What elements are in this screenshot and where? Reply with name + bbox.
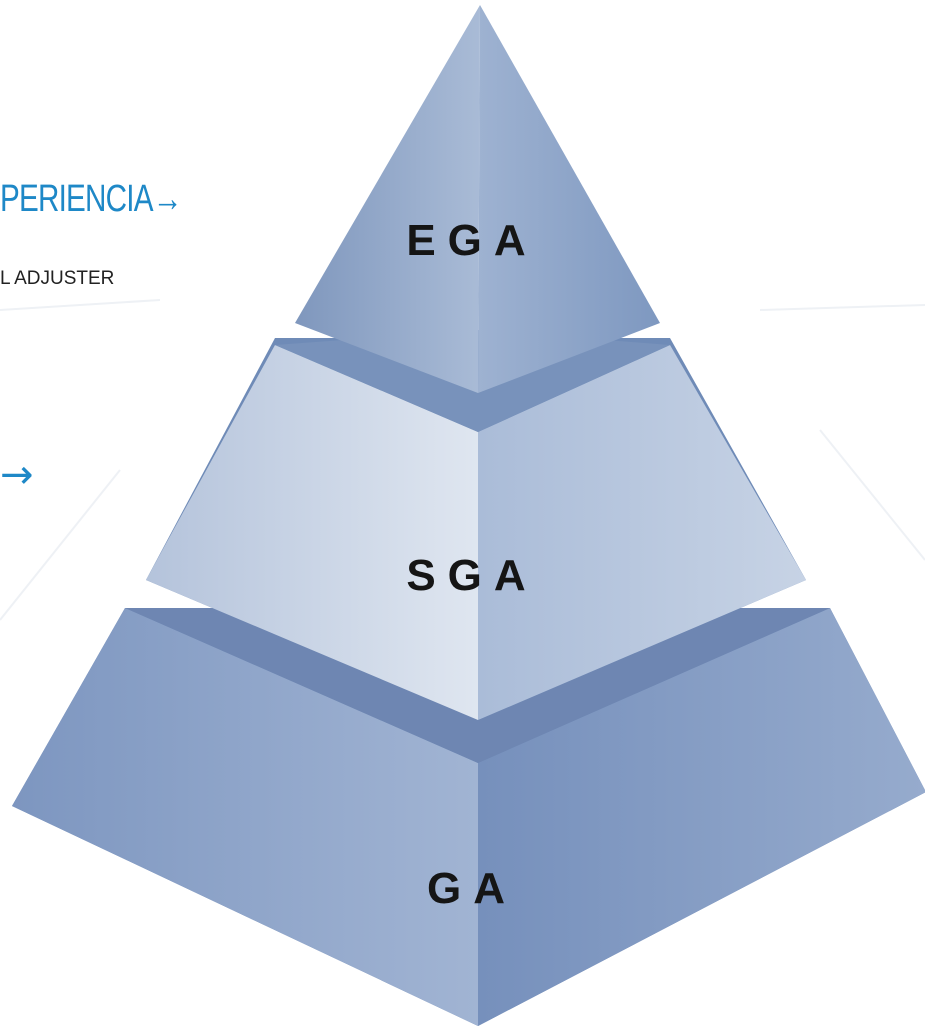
- tier-label-ega: EGA: [406, 216, 537, 265]
- tier-top: [295, 5, 660, 393]
- tier-bottom-left-face: [12, 608, 478, 1026]
- arrow-right-icon: →: [152, 178, 183, 220]
- tier-top-left-face: [295, 5, 480, 393]
- tier-bottom: [12, 608, 925, 1026]
- background-guides: [0, 299, 925, 621]
- arrow-right-icon-second: →: [0, 452, 34, 498]
- tier-top-right-face: [478, 5, 660, 393]
- tier-middle-left-face: [146, 345, 478, 720]
- tier-label-ga: GA: [427, 864, 517, 913]
- adjuster-subtext: L ADJUSTER: [0, 268, 115, 289]
- tier-middle-right-face: [478, 345, 806, 720]
- tier-label-sga: SGA: [406, 551, 537, 600]
- tier-bottom-right-face: [478, 608, 925, 1026]
- experiencia-heading-text: PERIENCIA: [0, 178, 154, 220]
- experiencia-heading: PERIENCIA→: [0, 178, 182, 221]
